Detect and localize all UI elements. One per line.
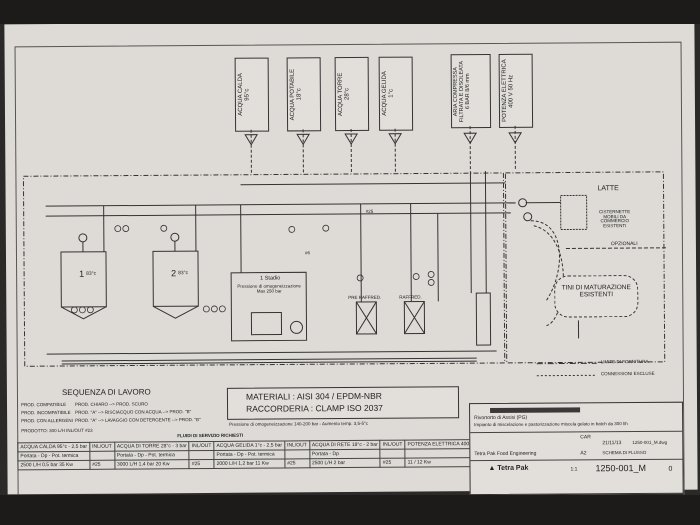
cooler — [403, 300, 426, 335]
homogenizer-box — [230, 271, 308, 342]
sequence-row-right: PROD. CHIARO --> PROD. SCURO — [75, 401, 148, 407]
pressure-label: Pressione di omogeneizzazione Max 250 ba… — [237, 283, 301, 294]
table-cell: 2500 L/H 2 bar — [309, 458, 381, 468]
legend-supply-limit: LIMITE DI FORNITURA — [600, 358, 649, 365]
tank-2-temp: 83°c — [178, 270, 189, 277]
company-logo: ▲ Tetra Pak — [488, 464, 529, 473]
table-subheader — [380, 449, 406, 459]
sheet-title: SCHEMA DI FLUSSO — [602, 449, 647, 456]
revision: 0 — [668, 465, 673, 473]
materials-block: MATERIALI : AISI 304 / EPDM-NBR RACCORDE… — [226, 386, 460, 420]
pre-cooler-label: PRE RAFFRED. — [348, 294, 382, 301]
table-subheader — [89, 451, 115, 461]
product-row: PRODOTTO: 300 L/H INL/OUT #23 — [21, 427, 93, 434]
table-subheader: Portata - Dp - Pot. termica — [17, 451, 90, 461]
table-cell: #25 — [189, 459, 215, 469]
maturation-vats-label: TINI DI MATURAZIONE ESISTENTI — [561, 284, 631, 298]
fittings-line: RACCORDERIA : CLAMP ISO 2037 — [246, 402, 383, 414]
table-cell: 3000 L/H 1,4 bar 20 Kw — [114, 459, 190, 470]
table-subheader: Portata - Dp — [309, 449, 381, 459]
pre-cooler — [355, 301, 378, 335]
author-code: CAR — [580, 434, 591, 441]
table-cell: #25 — [89, 460, 115, 470]
sequence-row-left: PROD. COMPATIBILE — [21, 401, 67, 408]
table-cell: #25 — [380, 458, 406, 468]
table-subheader — [189, 450, 215, 460]
stage-label: 1 Stadio — [260, 275, 281, 282]
pipe-size-label: #6 — [304, 250, 311, 256]
drawing-scale: 1:1 — [570, 466, 578, 473]
drawing-date: 21/11/13 — [602, 440, 622, 447]
legend-excluded: CONNESSIONI ESCLUSE — [600, 370, 655, 377]
logo-icon: ▲ — [488, 464, 496, 473]
divider — [470, 458, 683, 462]
cooler-label: RAFFRED. — [399, 294, 422, 300]
materials-line: MATERIALI : AISI 304 / EPDM-NBR — [245, 390, 382, 402]
redacted-client-name — [490, 407, 581, 414]
drawing-number: 1250-001_M — [595, 462, 647, 474]
maturation-vats-box: TINI DI MATURAZIONE ESISTENTI — [554, 274, 639, 318]
divider — [470, 430, 683, 434]
table-header: INL/OUT — [380, 440, 406, 450]
sequence-block: SEQUENZA DI LAVORO PROD. COMPATIBILE PRO… — [17, 385, 225, 438]
table-header: INL/OUT — [189, 441, 214, 451]
table-cell: 2500 L/H 0,5 bar 35 Kw — [17, 460, 90, 470]
plant-description: Impianto di miscelazione e pastorizzazio… — [474, 421, 628, 428]
table-subheader: Portata - Dp - Pot. termica — [213, 449, 285, 460]
sequence-row-right: PROD. "A" --> RISCIACQUO CON ACQUA --> P… — [75, 409, 192, 415]
drawing-file: 1250-001_M.dwg — [632, 439, 668, 446]
tank-note: CISTERNETTE MOBILI DA COMMERCIO ESISTENT… — [599, 209, 631, 228]
table-header: ACQUA CALDA 95°c - 2,5 bar — [17, 442, 90, 452]
table-header: ACQUA DI RETE 18°c - 2 bar — [309, 440, 381, 450]
photo-edge-top — [0, 0, 700, 24]
table-header: INL/OUT — [89, 442, 115, 452]
utilities-table: ACQUA CALDA 95°c - 2,5 bar INL/OUT ACQUA… — [17, 439, 538, 471]
milk-label: LATTE — [597, 185, 619, 193]
table-cell: #25 — [284, 458, 310, 468]
table-subheader — [284, 449, 310, 459]
tank-2 — [152, 232, 199, 319]
flow-schematic — [22, 125, 666, 377]
tank-1-temp: 83°c — [86, 270, 97, 277]
milk-tank — [525, 194, 588, 231]
pipe-size-label: #25 — [365, 208, 374, 214]
sheet-format: A2 — [580, 450, 587, 457]
tank-2-number: 2 — [171, 268, 177, 279]
client-location: Rivortorto di Assisi (PG) — [474, 414, 528, 422]
sequence-row-left: PROD. CON ALLERGENI — [21, 417, 73, 424]
utilities-table-title: FLUIDI DI SERVIZIO RICHIESTI — [177, 432, 244, 439]
photo-edge-bottom — [0, 495, 700, 525]
company-name: Tetra Pak Food Engineering — [474, 450, 537, 458]
tank-1-number: 1 — [79, 268, 85, 279]
sequence-row-left: PROD. INCOMPATIBILE — [21, 409, 71, 416]
sequence-row-right: PROD. "A" --> LAVAGGIO CON DETERGENTE --… — [75, 417, 201, 423]
control-cabinet — [475, 292, 492, 346]
sequence-title: SEQUENZA DI LAVORO — [61, 387, 151, 398]
table-header: ACQUA GELIDA 1°c - 2,5 bar — [213, 440, 285, 451]
table-header: INL/OUT — [284, 440, 310, 450]
table-cell: 2000 L/H 1,2 bar 11 Kw — [214, 458, 285, 469]
optional-label: OPZIONALI — [610, 240, 638, 248]
title-block: Rivortorto di Assisi (PG) Impianto di mi… — [469, 401, 684, 496]
